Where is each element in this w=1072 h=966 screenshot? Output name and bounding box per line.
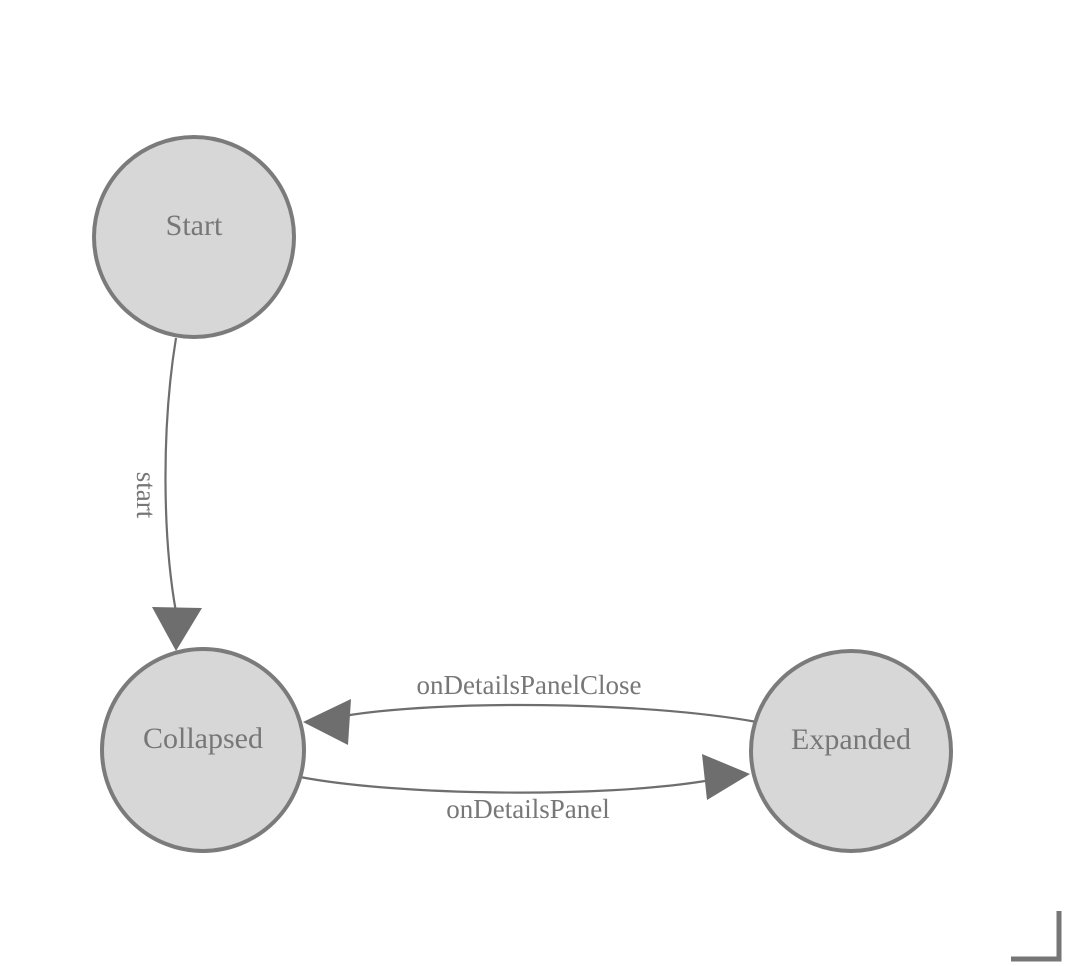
- node-expanded-shape: [749, 649, 953, 853]
- node-expanded[interactable]: Expanded: [749, 649, 953, 853]
- edge-collapsed-to-expanded-line: [299, 775, 706, 794]
- node-collapsed[interactable]: Collapsed: [100, 647, 306, 853]
- resize-handle-icon: [1011, 911, 1062, 962]
- edge-label-start: start: [131, 472, 161, 519]
- edge-start-to-collapsed-line: [164, 337, 178, 613]
- node-collapsed-shape: [100, 647, 306, 853]
- resize-handle[interactable]: [1011, 911, 1062, 962]
- edge-collapsed-to-expanded-arrowhead: [702, 754, 750, 800]
- edge-expanded-to-collapsed-arrowhead: [303, 699, 351, 745]
- node-collapsed-label: Collapsed: [143, 722, 263, 755]
- edge-label-on-details-panel-close: onDetailsPanelClose: [417, 670, 642, 700]
- node-start-shape: [92, 135, 296, 339]
- edge-expanded-to-collapsed-line: [343, 703, 758, 724]
- node-start-label: Start: [166, 209, 223, 242]
- edge-start-to-collapsed[interactable]: start: [131, 337, 202, 651]
- edge-start-to-collapsed-arrowhead: [152, 607, 202, 651]
- node-expanded-label: Expanded: [791, 723, 911, 756]
- edge-expanded-to-collapsed[interactable]: onDetailsPanelClose: [303, 670, 758, 745]
- edge-collapsed-to-expanded[interactable]: onDetailsPanel: [299, 754, 750, 824]
- edge-label-on-details-panel: onDetailsPanel: [446, 794, 609, 824]
- node-start[interactable]: Start: [92, 135, 296, 339]
